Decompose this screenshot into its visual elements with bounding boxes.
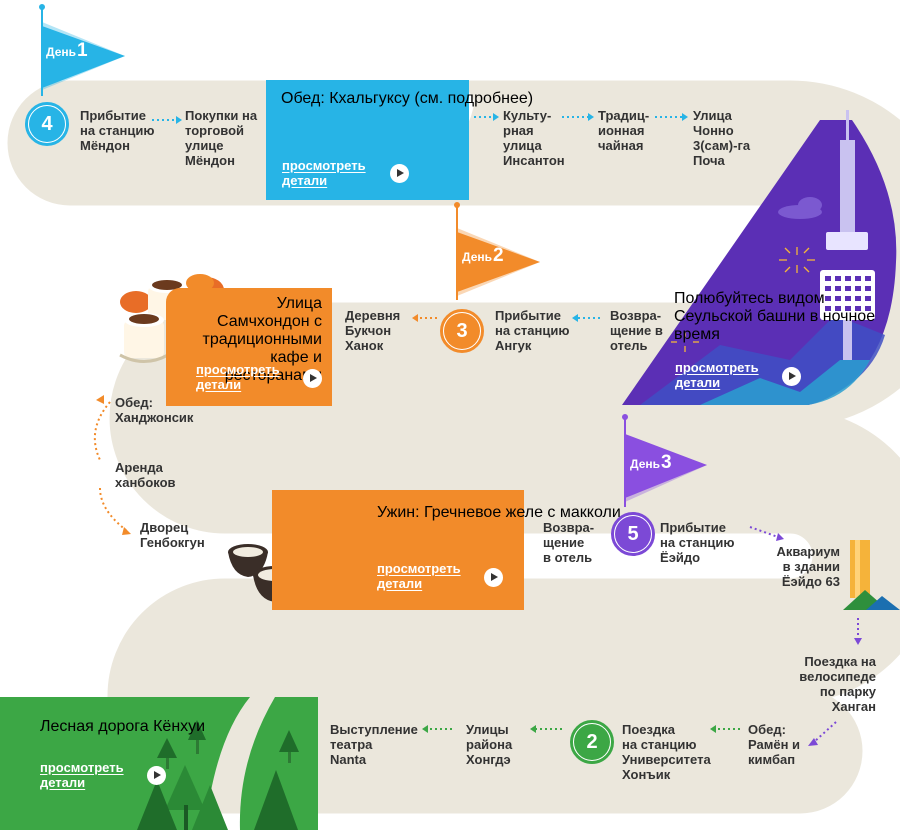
step-3-badge: 3 [444,313,480,349]
stop-bike-hangang: Поездка на велосипеде по парку Ханган [799,654,876,714]
card-samcheong-more-link[interactable]: просмотреть детали [196,362,280,392]
flag-day3-icon [622,414,707,507]
flag-day3-label: День3 [630,452,672,473]
card-samcheong-title: Улица Самчхондон с традиционными кафе и … [202,295,322,384]
cloud-icon [778,197,822,219]
stop-insadong: Культу- рная улица Инсантон [503,108,565,168]
card-tower-title: Полюбуйтесь видом Сеульской башни в ночн… [674,290,876,343]
forest-card-bg-right [239,697,318,830]
card-forest-play-icon[interactable] [147,766,166,785]
stop-lunch-hanjeongsik: Обед: Ханджонсик [115,395,194,425]
stop-arrival-anguk: Прибытие на станцию Ангук [495,308,570,353]
flag-day2-icon [454,202,540,300]
building-63-icon [843,540,900,610]
stop-shopping-myeongdong: Покупки на торговой улице Мёндон [185,108,258,168]
stop-arrival-yeouido: Прибытие на станцию Ёэйдо [660,520,735,565]
stop-aquarium: Аквариум в здании Ёэйдо 63 [776,544,840,589]
stop-hongdae: Улицы района Хонгдэ [466,722,513,767]
card-makgeolli-title: Ужин: Гречневое желе с макколи [377,504,621,521]
flag-day2-label: День2 [462,245,504,266]
flag-day1-icon [39,4,125,96]
stop-teahouse: Традиц- ионная чайная [598,108,650,153]
tower-card-water [700,360,870,405]
tree-icons [137,720,299,830]
card-forest-title: Лесная дорога Кёнхуи [40,718,206,735]
step-2-badge: 2 [574,724,610,760]
card-samcheong-play-icon[interactable] [303,369,322,388]
stop-return-hotel-day2: Возвра- щение в отель [610,308,663,353]
seoul-tower-icon [820,110,875,360]
card-kalguksu-play-icon[interactable] [390,164,409,183]
card-samcheong[interactable] [166,288,332,406]
stop-nanta: Выступление театра Nanta [330,722,418,767]
card-kalguksu[interactable] [266,80,469,200]
card-forest-more-link[interactable]: просмотреть детали [40,760,124,790]
step-5-badge: 5 [615,516,651,552]
card-tower-more-link[interactable]: просмотреть детали [675,360,759,390]
firework-icon [671,247,815,352]
card-kalguksu-title: Обед: Кхальгуксу (см. подробнее) [281,90,534,107]
connectors [93,116,859,743]
step-4-badge: 4 [29,106,65,142]
stop-hanbok: Аренда ханбоков [115,460,176,490]
card-kalguksu-more-link[interactable]: просмотреть детали [282,158,366,188]
stop-arrival-myeongdong: Прибытие на станцию Мёндон [80,108,155,153]
card-makgeolli-play-icon[interactable] [484,568,503,587]
stop-jongno: Улица Чонно 3(сам)-га Поча [693,108,751,168]
stop-bukchon: Деревня Букчон Ханок [345,308,401,353]
connector-arrowheads [96,113,862,746]
card-tower-play-icon[interactable] [782,367,801,386]
card-makgeolli[interactable] [272,490,524,610]
card-makgeolli-more-link[interactable]: просмотреть детали [377,561,461,591]
stop-lunch-ramen: Обед: Рамён и кимбап [748,722,801,767]
stop-ride-hongik: Поездка на станцию Университета Хонъик [622,722,711,782]
flag-day1-label: День1 [46,40,88,61]
stop-return-hotel-day3: Возвра- щение в отель [543,520,595,565]
stop-gyeongbokgung: Дворец Генбокгун [140,520,205,550]
